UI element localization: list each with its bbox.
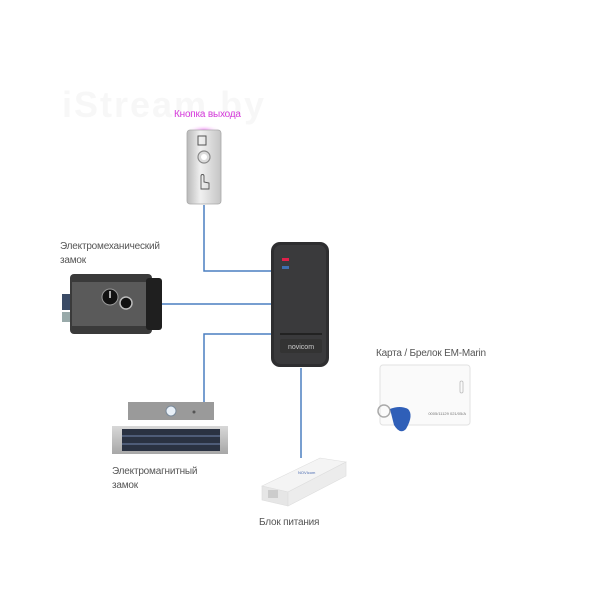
svg-text:NOVIcom: NOVIcom [298, 470, 316, 475]
watermark: iStream.by [62, 84, 267, 125]
exit-button-label: Кнопка выхода [174, 109, 241, 120]
line-exit-button [203, 205, 271, 272]
led-blue [282, 266, 289, 269]
reader-brand: novicom [288, 344, 314, 351]
line-electromagnetic-lock [203, 333, 271, 403]
electromechanical-lock-label-line1: Электромеханический [60, 241, 160, 252]
card-reader-icon: novicom [271, 242, 329, 367]
power-supply-icon: NOVIcom [261, 457, 347, 507]
led-red [282, 258, 289, 261]
power-supply-label: Блок питания [259, 517, 320, 528]
card-keyfob-icon: 0005/11129 021/05/A [377, 364, 471, 432]
electromagnetic-lock-label-line1: Электромагнитный [112, 466, 198, 477]
electromagnetic-lock-icon [112, 402, 228, 454]
electromagnetic-lock-label: Электромагнитный замок [112, 465, 198, 493]
card-number: 0005/11129 021/05/A [428, 411, 466, 416]
electromagnetic-lock-label-line2: замок [112, 480, 138, 491]
exit-button-icon [186, 125, 222, 205]
electromechanical-lock-label: Электромеханический замок [60, 240, 160, 268]
card-keyfob-label: Карта / Брелок EM-Marin [376, 348, 486, 359]
electromechanical-lock-icon [62, 274, 162, 334]
electromechanical-lock-label-line2: замок [60, 255, 86, 266]
